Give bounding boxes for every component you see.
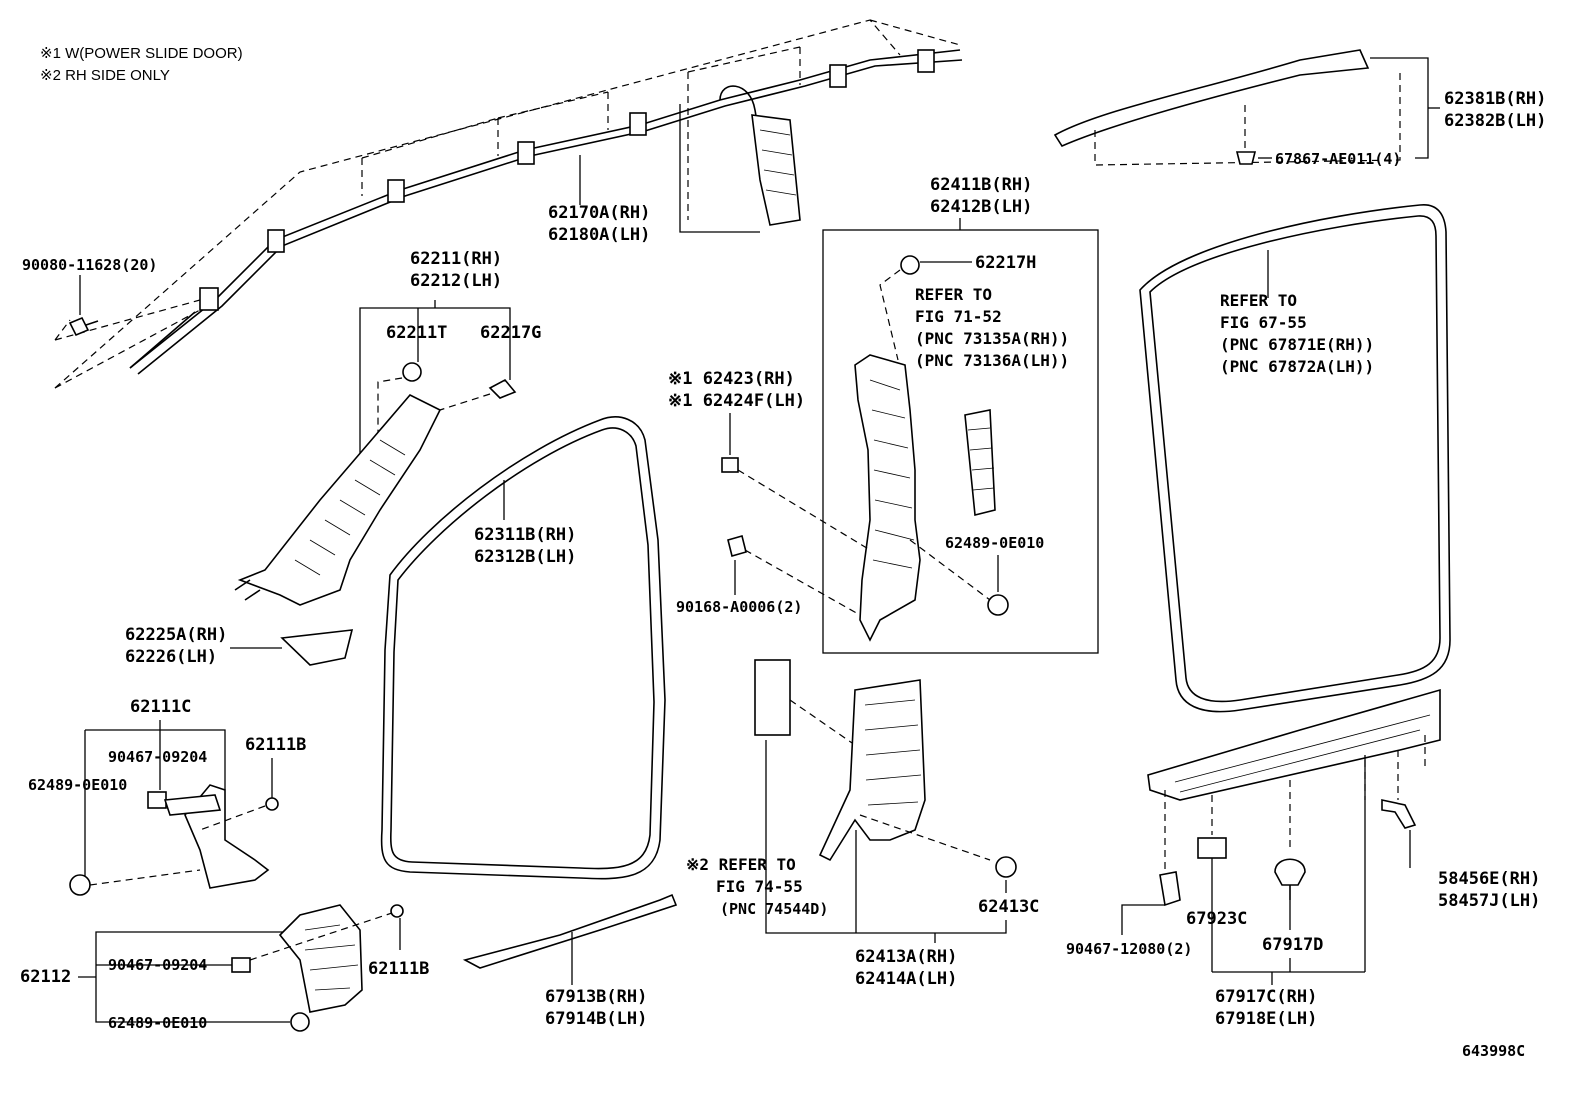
plug-67917d [1274,858,1306,900]
label-67867: 67867-AE011(4) [1275,150,1401,168]
diagram-id: 643998C [1462,1042,1525,1060]
ref-fig-71-52: REFER TO FIG 71-52 (PNC 73135A(RH)) (PNC… [915,285,1079,370]
label-58456e: 58456E(RH) [1438,869,1540,889]
label-62382b: 62382B(LH) [1444,111,1546,131]
ref-fig-74-55: ※2 REFER TO FIG 74-55 [686,855,805,896]
center-pillar-lower-garnish [818,679,926,862]
spacer-pad [754,659,791,736]
clip-62413c [995,856,1017,878]
ref-pnc-74544d: (PNC 74544D) [720,900,828,918]
label-90467-a: 90467-09204 [108,748,207,766]
bolt-90168 [727,535,747,557]
label-62381b: 62381B(RH) [1444,89,1546,109]
door-scuff-plate-67913 [462,893,678,969]
label-62212: 62212(LH) [410,271,502,291]
slide-door-scuff-plate [1147,688,1441,801]
label-62111b-bot: 62111B [368,959,429,979]
label-67913b: 67913B(RH) [545,987,647,1007]
clip-62489-b [290,1012,310,1032]
label-67917c: 67917C(RH) [1215,987,1317,1007]
clip-62489-mid [987,594,1009,616]
label-62489-a: 62489-0E010 [28,776,127,794]
label-62170a: 62170A(RH) [548,203,650,223]
label-62111c: 62111C [130,697,191,717]
airbag-dash-clips [361,46,801,220]
label-62424f: ※1 62424F(LH) [668,391,805,411]
label-62312b: 62312B(LH) [474,547,576,567]
clip-67867 [1235,151,1257,165]
label-62211t: 62211T [386,323,447,343]
clip-62217h [900,255,920,275]
label-62225a: 62225A(RH) [125,625,227,645]
note-power-slide-door: ※1 W(POWER SLIDE DOOR) [40,45,243,62]
roof-drip-molding [1053,49,1370,148]
clip-62423 [721,457,739,473]
label-62489-b: 62489-0E010 [108,1014,207,1032]
label-62414a: 62414A(LH) [855,969,957,989]
label-62217g: 62217G [480,323,541,343]
label-62423: ※1 62423(RH) [668,369,795,389]
label-62489-mid: 62489-0E010 [945,534,1044,552]
garnish-62225a [280,629,354,666]
label-62411b: 62411B(RH) [930,175,1032,195]
clip-62489-a [69,874,91,896]
cowl-side-trim [163,784,270,889]
molding-dash [1094,70,1401,166]
label-67918e: 67918E(LH) [1215,1009,1317,1029]
front-scuff-plate [278,904,363,1013]
label-67923c: 67923C [1186,909,1247,929]
label-67914b: 67914B(LH) [545,1009,647,1029]
label-90467-c: 90467-12080(2) [1066,940,1192,958]
bolt-90080 [68,316,99,337]
front-door-weatherstrip [380,416,666,880]
label-62180a: 62180A(LH) [548,225,650,245]
front-pillar-garnish [234,394,442,606]
clip-62211t [402,362,422,382]
airbag-dash-lines [54,299,201,389]
clip-90467-a [147,791,167,809]
label-90080: 90080-11628(20) [22,256,157,274]
ref-fig-67-55: REFER TO FIG 67-55 (PNC 67871E(RH)) (PNC… [1220,291,1384,376]
label-62412b: 62412B(LH) [930,197,1032,217]
airbag-dash-frame [54,19,961,389]
clip-62111b-top [265,797,279,811]
note-rh-side-only: ※2 RH SIDE ONLY [40,67,170,84]
clip-90467-c [1159,871,1181,907]
label-62413c: 62413C [978,897,1039,917]
label-62211: 62211(RH) [410,249,502,269]
label-62112: 62112 [20,967,71,987]
curtain-airbag-assembly [129,49,963,375]
clip-67923c [1197,837,1227,859]
center-pillar-upper-garnish [854,354,921,642]
label-62413a: 62413A(RH) [855,947,957,967]
label-62311b: 62311B(RH) [474,525,576,545]
bracket-58456 [1381,799,1417,829]
label-90467-b: 90467-09204 [108,956,207,974]
seatbelt-adjuster [964,409,996,517]
label-58457j: 58457J(LH) [1438,891,1540,911]
clip-62111b-bot [390,904,404,918]
label-62226: 62226(LH) [125,647,217,667]
label-62111b-top: 62111B [245,735,306,755]
clip-90467-b [231,957,251,973]
slide-door-weatherstrip [1139,204,1451,713]
clip-62217g [488,378,517,399]
label-67917d: 67917D [1262,935,1323,955]
label-62217h: 62217H [975,253,1036,273]
label-90168: 90168-A0006(2) [676,598,802,616]
